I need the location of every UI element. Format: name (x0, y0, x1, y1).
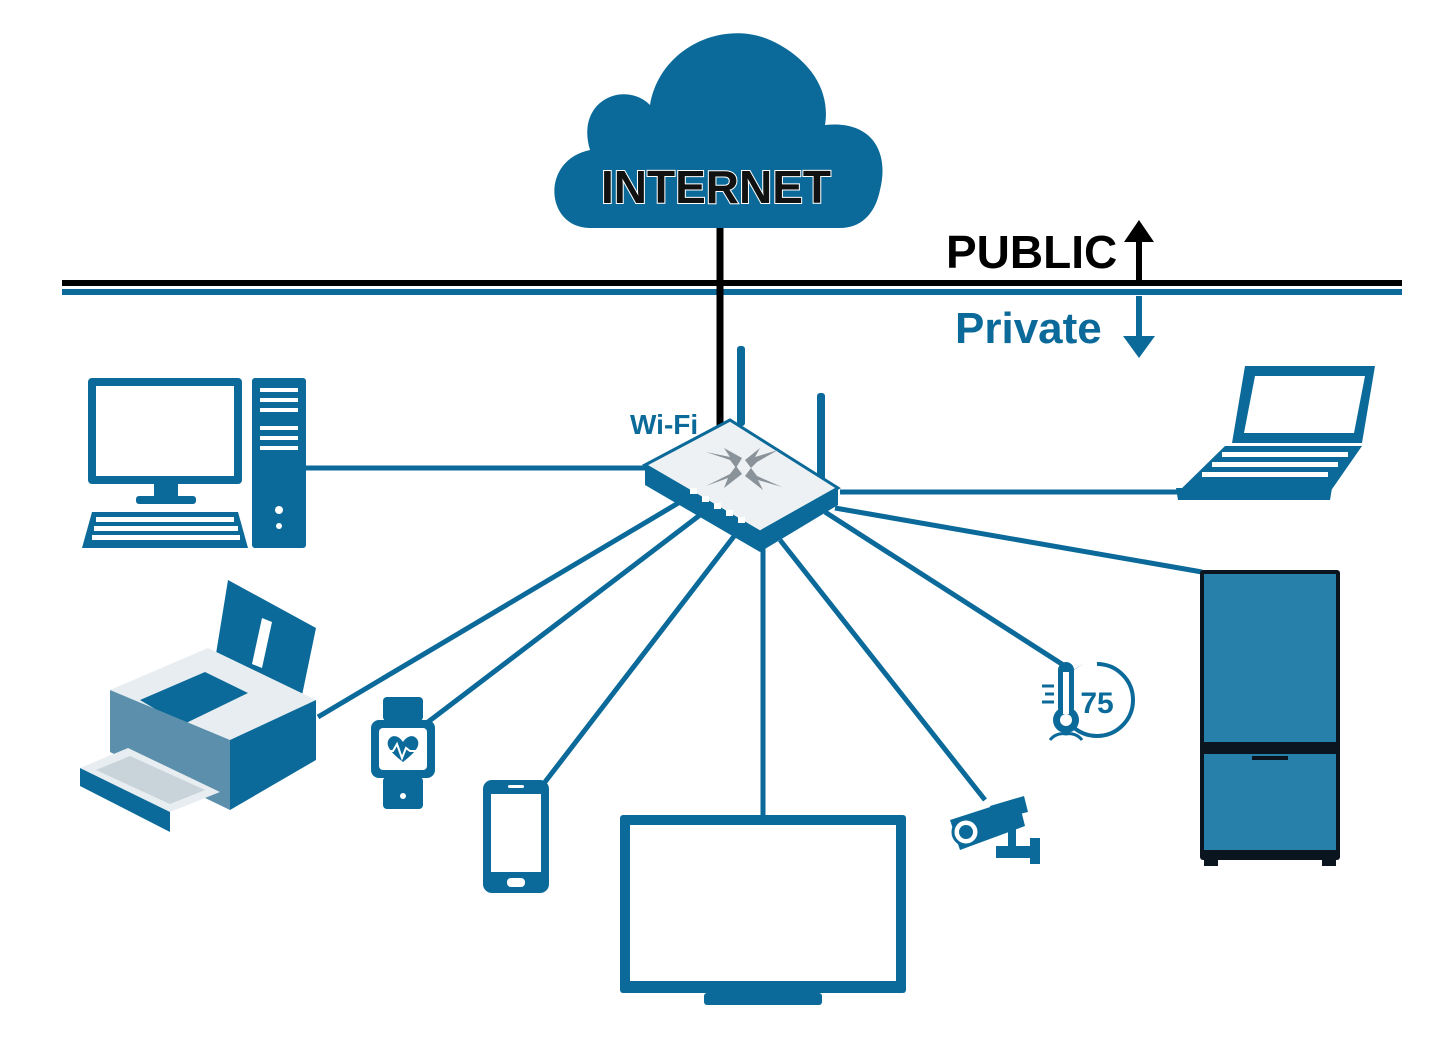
refrigerator-icon (1200, 570, 1340, 866)
wifi-router-icon: Wi-Fi (630, 346, 841, 552)
link-printer (316, 499, 682, 720)
link-thermostat (823, 509, 1070, 671)
private-down-arrow-icon (1123, 296, 1155, 358)
private-label: Private (955, 304, 1102, 353)
security-camera-icon (950, 796, 1040, 864)
thermostat-reading: 75 (1080, 687, 1113, 720)
wifi-label: Wi-Fi (630, 409, 698, 440)
link-refrigerator (834, 505, 1203, 575)
link-smartwatch (426, 513, 702, 724)
public-up-arrow-icon (1124, 220, 1154, 282)
laptop-icon (1176, 366, 1375, 500)
desktop-computer-icon (82, 378, 306, 548)
smart-thermostat-icon: 75 (1042, 661, 1135, 742)
smartwatch-heart-rate-icon (371, 697, 435, 809)
public-label: PUBLIC (946, 226, 1117, 278)
router-arrows-icon (706, 448, 782, 490)
link-security-camera (778, 538, 987, 802)
network-boundary (62, 280, 1402, 295)
device-connections (305, 465, 1203, 815)
tv-monitor-icon (620, 815, 906, 1005)
printer-icon (80, 580, 316, 832)
internet-cloud-icon: INTERNET (554, 33, 883, 228)
smartphone-icon (483, 780, 549, 893)
internet-label: INTERNET (601, 161, 831, 213)
link-smartphone (543, 533, 737, 784)
